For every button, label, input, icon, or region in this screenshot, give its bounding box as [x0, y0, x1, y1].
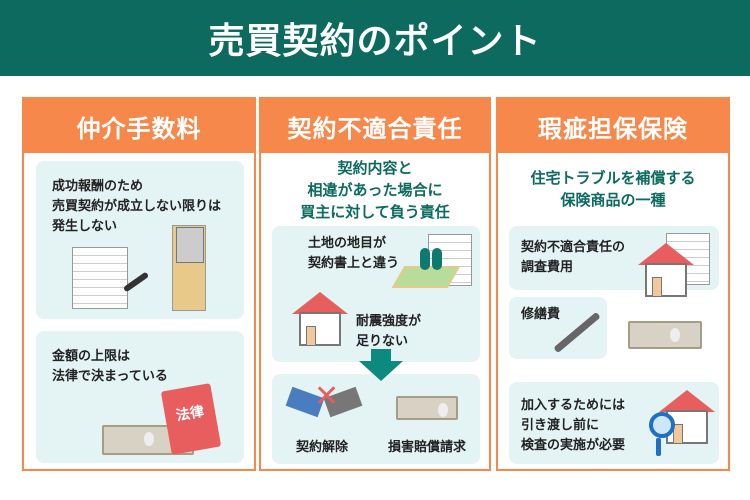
cross-icon: ✕	[314, 379, 340, 414]
wrench-icon	[553, 311, 601, 354]
text-line: 加入するためには	[521, 398, 626, 413]
tree-icon	[432, 248, 442, 270]
contract-document-icon	[72, 247, 128, 309]
subtitle-line: 保険商品の一種	[560, 191, 666, 209]
text-line: 発生しない	[52, 219, 118, 234]
column-defect-insurance: 瑕疵担保保険 住宅トラブルを補償する 保険商品の一種 契約不適合責任の 調査費用…	[496, 97, 730, 471]
text-line: 調査費用	[521, 260, 574, 275]
column-heading: 契約不適合責任	[261, 99, 489, 153]
subtitle-line: 買主に対して負う責任	[300, 203, 450, 221]
down-arrow-icon	[371, 349, 391, 363]
info-box: 修繕費	[509, 297, 607, 359]
damaged-house-icon	[292, 292, 348, 348]
result-label: 契約解除	[296, 440, 349, 455]
magnifier-icon	[649, 412, 675, 438]
info-box: 金額の上限は 法律で決まっている 法律	[36, 331, 244, 463]
subtitle-line: 契約内容と	[337, 159, 413, 177]
text-line: 検査の実施が必要	[521, 438, 626, 453]
law-book-icon: 法律	[160, 383, 222, 455]
money-stack-icon	[628, 321, 702, 349]
text-line: 耐震強度が	[356, 314, 422, 329]
text-line: 契約不適合責任の	[521, 240, 626, 255]
text-line: 法律で決まっている	[52, 369, 168, 384]
text-line: 引き渡し前に	[521, 418, 600, 433]
text-line: 金額の上限は	[52, 349, 131, 364]
house-icon	[638, 243, 694, 299]
magnifier-icon	[656, 438, 661, 456]
column-heading: 瑕疵担保保険	[498, 99, 728, 153]
down-arrow-icon	[359, 361, 403, 381]
info-box: 加入するためには 引き渡し前に 検査の実施が必要	[509, 382, 719, 464]
text-line: 土地の地目が	[308, 236, 387, 251]
column-brokerage-fee: 仲介手数料 成功報酬のため 売買契約が成立しない限りは 発生しない 金額の上限は…	[22, 97, 256, 471]
column-heading: 仲介手数料	[24, 99, 254, 153]
text-line: 成功報酬のため	[52, 179, 144, 194]
subtitle-line: 相違があった場合に	[307, 181, 443, 199]
text-line: 契約書上と違う	[308, 256, 400, 271]
page-title: 売買契約のポイント	[208, 21, 542, 62]
subtitle-line: 住宅トラブルを補償する	[530, 169, 696, 187]
info-box: 成功報酬のため 売買契約が成立しない限りは 発生しない	[36, 161, 244, 319]
text-line: 修繕費	[521, 307, 561, 322]
result-label: 損害賠償請求	[388, 440, 467, 455]
column-nonconformity-liability: 契約不適合責任 契約内容と 相違があった場合に 買主に対して負う責任 土地の地目…	[259, 97, 491, 471]
tree-icon	[420, 248, 430, 270]
bills-icon	[176, 227, 204, 263]
text-line: 足りない	[356, 334, 409, 349]
result-box: ✕ 契約解除 損害賠償請求	[272, 374, 480, 464]
info-box: 土地の地目が 契約書上と違う 耐震強度が 足りない	[272, 226, 480, 362]
header-banner: 売買契約のポイント	[0, 0, 750, 76]
money-stack-icon	[396, 396, 458, 420]
house-icon	[659, 390, 715, 446]
text-line: 売買契約が成立しない限りは	[52, 199, 222, 214]
